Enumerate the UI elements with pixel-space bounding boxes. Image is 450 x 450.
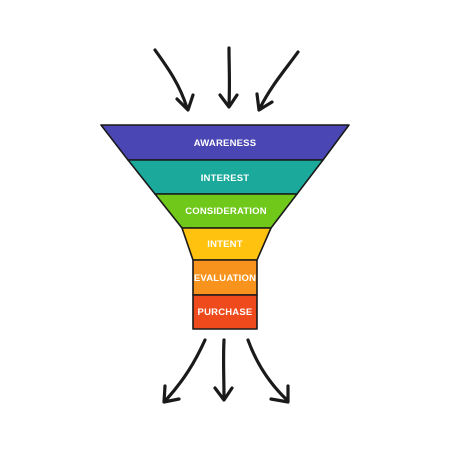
outgoing-arrow-right [246, 338, 290, 404]
stage-label-interest: INTEREST [201, 173, 250, 184]
stage-label-intent: INTENT [207, 239, 243, 250]
outgoing-arrow-center [213, 338, 234, 402]
incoming-arrow-center [218, 46, 239, 109]
outgoing-arrows [162, 338, 290, 404]
incoming-arrows [153, 46, 300, 112]
stage-label-consideration: CONSIDERATION [185, 206, 267, 217]
outgoing-arrow-left [162, 338, 207, 404]
funnel-labels: AWARENESS INTEREST CONSIDERATION INTENT … [185, 138, 267, 318]
stage-label-purchase: PURCHASE [198, 307, 253, 318]
stage-label-evaluation: EVALUATION [194, 273, 256, 284]
incoming-arrow-left [153, 48, 195, 112]
funnel-stage-evaluation [192, 259, 258, 296]
incoming-arrow-right [255, 50, 300, 112]
funnel-bands [100, 124, 350, 330]
funnel-stage-purchase [192, 294, 258, 330]
stage-label-awareness: AWARENESS [194, 138, 257, 149]
